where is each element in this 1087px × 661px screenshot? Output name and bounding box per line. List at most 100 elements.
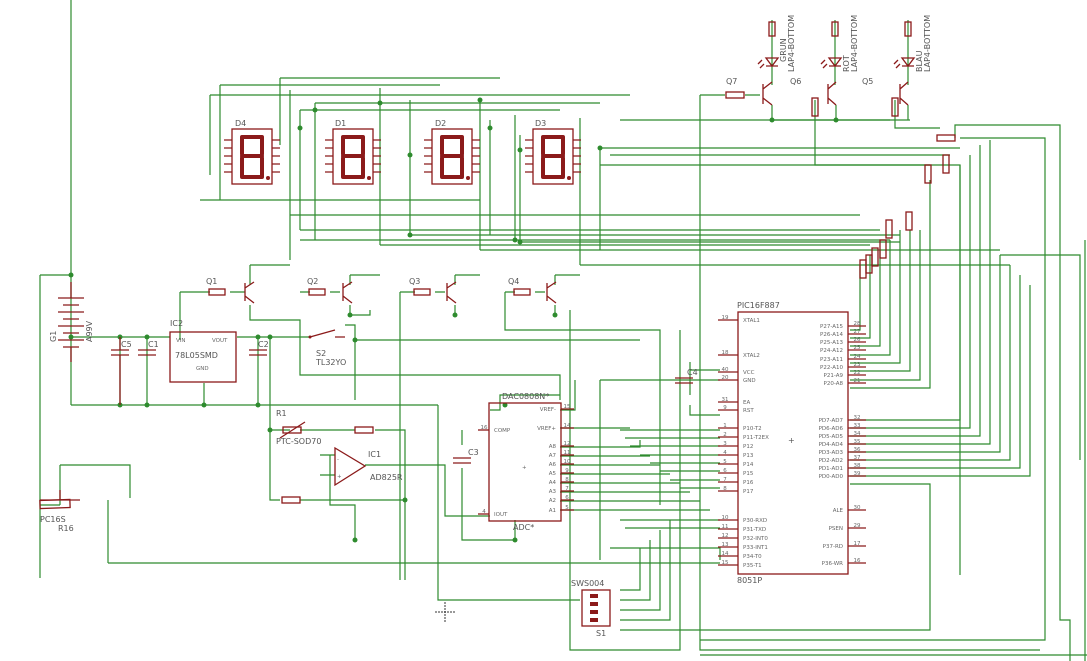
display-d1: D1 xyxy=(325,119,381,185)
dac-right-pin-name: A8 xyxy=(549,444,557,450)
potentiometer-r16: PC16S R16 xyxy=(39,490,80,533)
transistor-q6: Q6 xyxy=(790,77,837,117)
display-d4: D4 xyxy=(224,119,280,185)
label-sw: S1 xyxy=(596,629,606,638)
mcu-right-pins: 28P27-A1527P26-A1426P25-A1325P24-A1224P2… xyxy=(819,321,866,567)
svg-text:+: + xyxy=(522,465,527,471)
mcu-right-pin-number: 29 xyxy=(854,523,861,529)
dac-right-pin-number: 9 xyxy=(565,468,569,474)
value-s2: TL32YO xyxy=(315,358,346,367)
display-d2: D2 xyxy=(424,119,480,185)
mcu-left-pin-name: EA xyxy=(743,400,750,406)
led-green-package: LAP4-BOTTOM xyxy=(787,15,796,72)
mcu-left-pin-name: P32-INT0 xyxy=(743,536,768,542)
mcu-right-pin-name: PD6-AD6 xyxy=(819,426,844,432)
label-d2: D2 xyxy=(435,119,446,128)
mcu-left-pin-number: 20 xyxy=(722,375,729,381)
led-red-package: LAP4-BOTTOM xyxy=(850,15,859,72)
mcu-left-pin-number: 11 xyxy=(722,524,729,530)
wires xyxy=(39,0,1087,661)
dac-right-pin-name: A7 xyxy=(549,453,557,459)
mcu-left-pin-number: 4 xyxy=(723,450,727,456)
dac-left-pin-number: 16 xyxy=(481,425,488,431)
resistor-array xyxy=(859,134,956,279)
mcu-right-pin-number: 26 xyxy=(854,337,861,343)
mcu-left-pin-number: 14 xyxy=(722,551,729,557)
label-d3: D3 xyxy=(535,119,546,128)
ic2-vout: VOUT xyxy=(212,338,228,344)
ic2-gnd: GND xyxy=(196,366,209,372)
mcu-right-pin-number: 34 xyxy=(854,431,861,437)
mcu-right-pin-number: 25 xyxy=(854,345,861,351)
mcu-right-pin-number: 35 xyxy=(854,439,861,445)
led-red-label: ROT xyxy=(842,55,851,72)
dac-right-pin-number: 11 xyxy=(564,450,571,456)
value-r1: PTC-SOD70 xyxy=(276,437,321,446)
mcu-right-pin-name: PD0-AD0 xyxy=(819,474,844,480)
led-red: ROT LAP4-BOTTOM xyxy=(820,15,859,72)
mcu-left-pin-number: 10 xyxy=(722,515,729,521)
mcu-left-pin-name: P31-TXD xyxy=(743,527,766,533)
dac-right-pins: 15VREF-14VREF+12A811A710A69A58A47A36A25A… xyxy=(537,404,574,514)
display-d3: D3 xyxy=(525,119,581,185)
mcu-left-pin-number: 6 xyxy=(723,468,727,474)
mcu-right-pin-number: 28 xyxy=(854,321,861,327)
dac-right-pin-name: VREF+ xyxy=(537,426,556,432)
label-c3: C3 xyxy=(468,448,479,457)
svg-text:+: + xyxy=(788,436,795,445)
mcu-right-pin-name: PD3-AD3 xyxy=(819,450,844,456)
mcu-left-pin-number: 1 xyxy=(723,423,727,429)
label-c5: C5 xyxy=(121,340,132,349)
mcu-left-pin-name: VCC xyxy=(743,370,755,376)
mcu-left-pin-number: 13 xyxy=(722,542,729,548)
label-c4: C4 xyxy=(687,368,698,377)
mcu-left-pin-name: P13 xyxy=(743,453,754,459)
mcu-right-pin-number: 32 xyxy=(854,415,861,421)
led-blue-label: BLAU xyxy=(915,50,924,72)
mcu-left-pin-number: 8 xyxy=(723,486,727,492)
label-d4: D4 xyxy=(235,119,246,128)
mcu-right-pin-name: P27-A15 xyxy=(820,324,843,330)
mcu-right-pin-name: PD5-AD5 xyxy=(819,434,844,440)
transistor-q4: Q4 xyxy=(508,277,557,304)
dac-right-pin-name: A2 xyxy=(549,498,556,504)
label-q3: Q3 xyxy=(409,277,420,286)
dac-right-pin-name: A1 xyxy=(549,508,556,514)
mcu-left-pin-number: 31 xyxy=(722,397,729,403)
ptc-r1: R1 PTC-SOD70 xyxy=(276,409,321,446)
value-sw: SWS004 xyxy=(571,579,604,588)
dip-switch-s1: SWS004 S1 xyxy=(571,579,611,638)
mcu-right-pin-name: PD7-AD7 xyxy=(819,418,844,424)
mcu-left-pin-name: XTAL1 xyxy=(743,318,760,324)
mcu-right-pin-name: P36-WR xyxy=(822,561,844,567)
label-ic1: IC1 xyxy=(368,450,381,459)
capacitor-c2: C2 xyxy=(249,340,269,356)
sublabel-dac: ADC* xyxy=(513,523,534,532)
dac-left-pin-number: 4 xyxy=(482,509,486,515)
dac-right-pin-number: 14 xyxy=(564,423,571,429)
mcu-right-pin-number: 39 xyxy=(854,471,861,477)
transistor-q5: Q5 xyxy=(862,77,909,117)
mcu-right-pin-number: 27 xyxy=(854,329,861,335)
label-q4: Q4 xyxy=(508,277,519,286)
mcu-left-pin-number: 7 xyxy=(723,477,727,483)
dac-right-pin-name: A5 xyxy=(549,471,557,477)
dac-right-pin-number: 7 xyxy=(565,486,569,492)
dac-right-pin-number: 6 xyxy=(565,495,569,501)
led-green-label: GRUN xyxy=(779,38,788,62)
mcu-left-pin-number: 5 xyxy=(723,459,727,465)
mcu-right-pin-name: P26-A14 xyxy=(820,332,843,338)
label-ic2: IC2 xyxy=(170,319,183,328)
mcu-left-pin-name: P15 xyxy=(743,471,754,477)
mcu-right-pin-name: P22-A10 xyxy=(820,365,843,371)
transistor-q3: Q3 xyxy=(409,277,457,304)
mcu-right-pin-name: PSEN xyxy=(829,526,843,532)
mcu-left-pin-number: 12 xyxy=(722,533,729,539)
dac-right-pin-number: 5 xyxy=(565,505,569,511)
mcu-left-pin-name: P14 xyxy=(743,462,754,468)
value-r16: PC16S xyxy=(40,515,66,524)
